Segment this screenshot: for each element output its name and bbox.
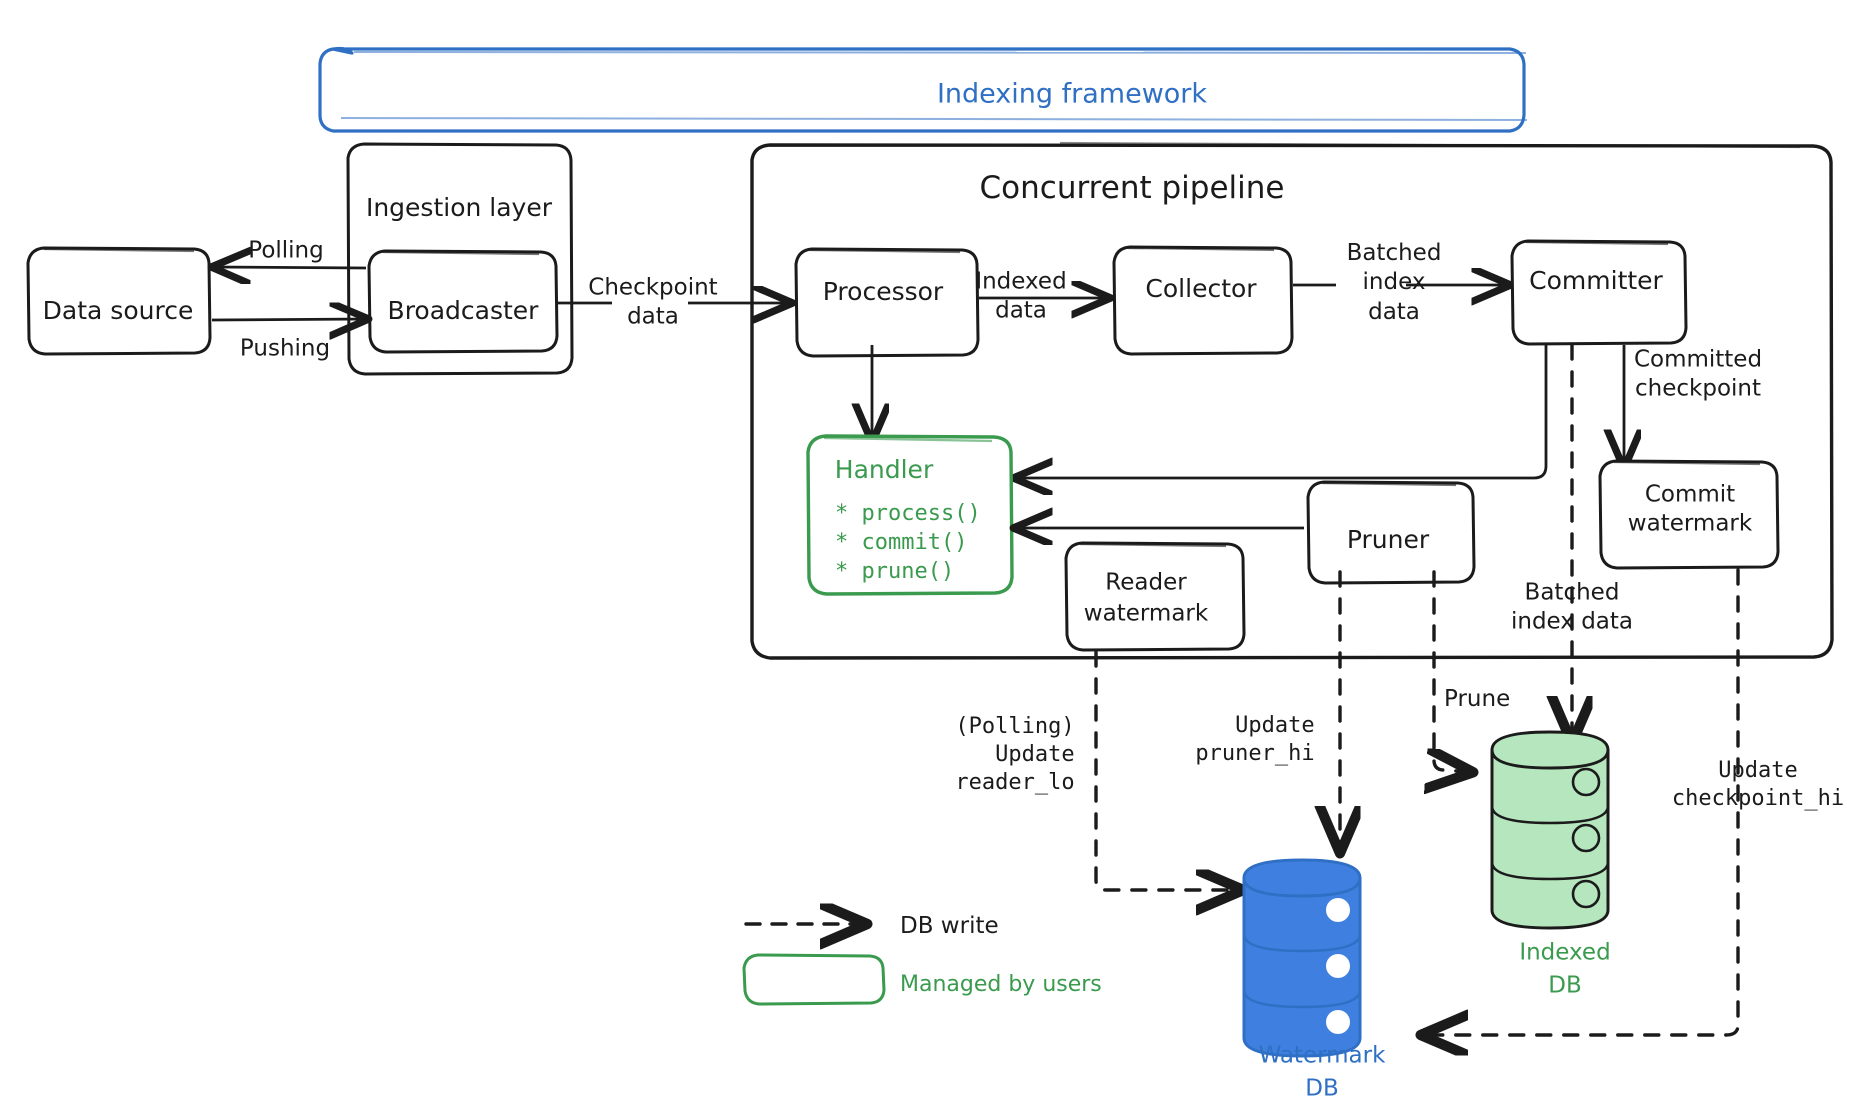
watermark-db-line2: DB <box>1305 1075 1339 1102</box>
ingestion-container <box>346 142 574 376</box>
broadcaster-label: Broadcaster <box>387 296 539 325</box>
handler-method-commit: * commit() <box>835 530 968 555</box>
edge-label-pushing: Pushing <box>239 335 331 362</box>
node-processor[interactable] <box>794 247 980 358</box>
handler-method-prune: * prune() <box>835 559 955 584</box>
collector-label: Collector <box>1145 274 1257 303</box>
reader-watermark-line2: watermark <box>1083 600 1209 627</box>
db-indexed[interactable] <box>1490 730 1610 930</box>
edge-label-committed-checkpoint: Committed checkpoint <box>1633 346 1763 402</box>
node-collector[interactable] <box>1112 245 1294 356</box>
committer-label: Committer <box>1529 266 1663 295</box>
legend-managed-swatch <box>742 953 886 1006</box>
pipeline-container <box>750 141 1834 660</box>
framework-container <box>318 46 1528 133</box>
edge-label-batched-bottom: Batched index data <box>1510 579 1634 635</box>
commit-watermark-line2: watermark <box>1627 510 1753 537</box>
edge-prune <box>1434 570 1470 772</box>
watermark-db-line1: Watermark <box>1258 1042 1386 1069</box>
indexed-db-line2: DB <box>1548 972 1582 999</box>
edge-update-checkpoint-hi <box>1424 568 1740 1035</box>
pruner-label: Pruner <box>1346 525 1430 554</box>
node-broadcaster[interactable] <box>367 249 559 354</box>
edge-label-batched-top: Batched index data <box>1346 239 1442 325</box>
node-data-source[interactable] <box>26 246 212 356</box>
processor-label: Processor <box>822 277 944 306</box>
edge-update-reader-lo <box>1094 650 1240 890</box>
node-handler[interactable] <box>806 434 1014 596</box>
handler-method-process: * process() <box>835 501 981 526</box>
edge-label-update-reader-lo: (Polling) Update reader_lo <box>955 713 1075 796</box>
node-pruner[interactable] <box>1306 480 1476 585</box>
reader-watermark-line1: Reader <box>1105 569 1187 596</box>
framework-title: Indexing framework <box>936 78 1208 110</box>
edge-label-update-pruner-hi: Update pruner_hi <box>1195 712 1315 766</box>
edge-label-checkpoint-data: Checkpoint data <box>588 274 718 330</box>
ingestion-title: Ingestion layer <box>365 193 553 222</box>
db-watermark[interactable] <box>1242 858 1362 1058</box>
edge-pushing <box>211 319 366 320</box>
edge-label-polling: Polling <box>248 237 324 264</box>
edge-label-indexed-data: Indexed data <box>975 268 1067 324</box>
node-committer[interactable] <box>1510 239 1688 346</box>
indexed-db-line1: Indexed <box>1519 939 1611 966</box>
data-source-label: Data source <box>42 296 194 325</box>
edge-polling <box>214 267 367 268</box>
handler-title: Handler <box>834 455 934 484</box>
node-reader-watermark[interactable] <box>1064 541 1246 652</box>
node-commit-watermark[interactable] <box>1598 459 1780 570</box>
edge-label-update-checkpoint-hi: Update checkpoint_hi <box>1671 757 1845 811</box>
legend-db-write-label: DB write <box>900 913 999 939</box>
edge-label-prune: Prune <box>1444 686 1511 712</box>
legend-managed-by-users-label: Managed by users <box>900 972 1102 997</box>
commit-watermark-line1: Commit <box>1644 481 1736 508</box>
pipeline-title: Concurrent pipeline <box>979 170 1285 207</box>
edge-committer-to-handler <box>1016 345 1548 478</box>
